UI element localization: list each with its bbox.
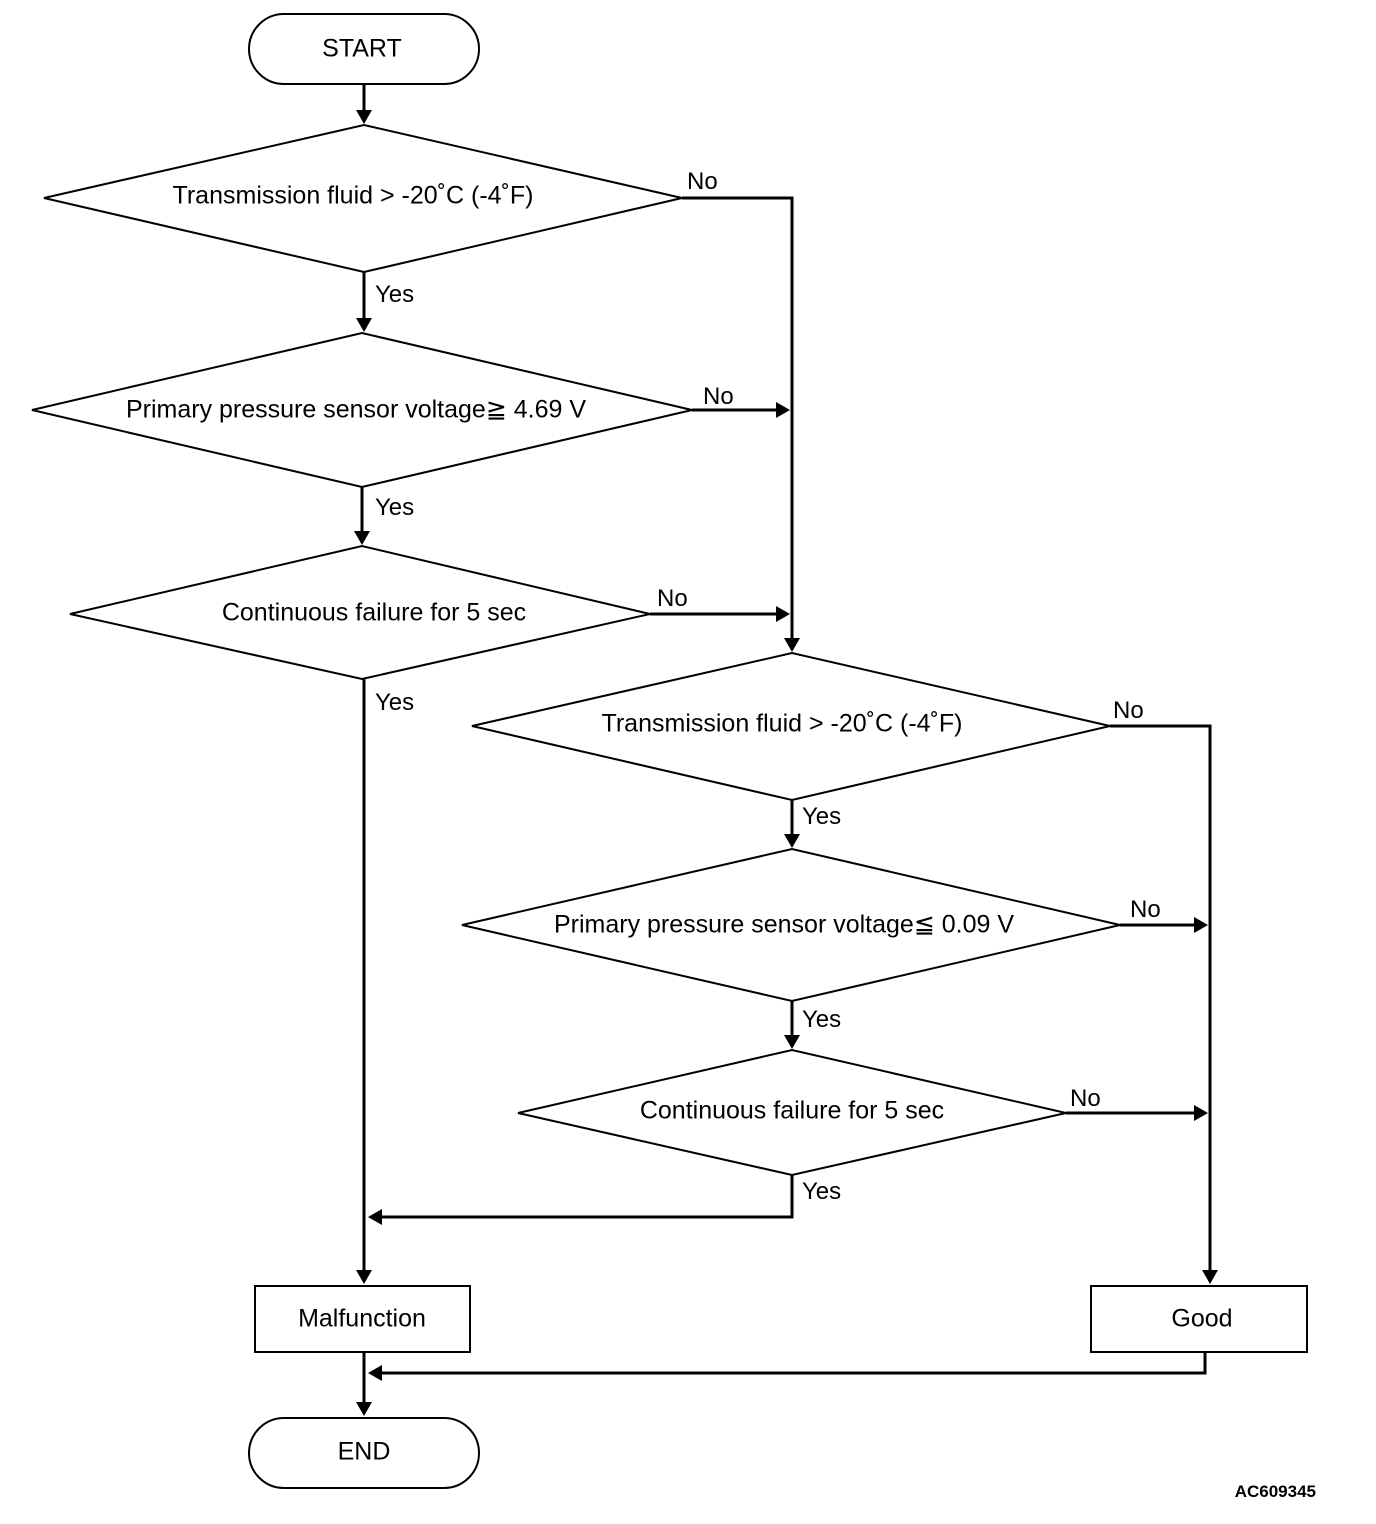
- decision-4: Transmission fluid > -20˚C (-4˚F): [471, 651, 1111, 802]
- label-d2-no: No: [703, 383, 734, 410]
- label-d5-yes: Yes: [802, 1006, 841, 1033]
- arrowhead: [1194, 917, 1208, 933]
- arrowhead: [776, 402, 790, 418]
- edge-d6-yes: [382, 1175, 794, 1219]
- node-malfunction: Malfunction: [254, 1285, 471, 1353]
- node-good-label: Good: [1171, 1305, 1232, 1333]
- edge-d1-no: [682, 196, 794, 638]
- edge-d4-no: [1110, 724, 1212, 1270]
- arrowhead: [356, 110, 372, 124]
- node-end: END: [248, 1417, 480, 1489]
- figure-code: AC609345: [1235, 1482, 1316, 1501]
- label-d3-yes: Yes: [375, 689, 414, 716]
- decision-2-label: Primary pressure sensor voltage≧ 4.69 V: [126, 396, 586, 424]
- decision-6-label: Continuous failure for 5 sec: [640, 1097, 944, 1125]
- decision-5-label: Primary pressure sensor voltage≦ 0.09 V: [554, 911, 1014, 939]
- node-good: Good: [1090, 1285, 1308, 1353]
- decision-1: Transmission fluid > -20˚C (-4˚F): [43, 123, 683, 274]
- decision-6: Continuous failure for 5 sec: [517, 1048, 1067, 1177]
- node-malfunction-label: Malfunction: [298, 1305, 426, 1333]
- arrowhead: [1202, 1270, 1218, 1284]
- arrowhead: [784, 1035, 800, 1049]
- label-d2-yes: Yes: [375, 494, 414, 521]
- label-d6-no: No: [1070, 1085, 1101, 1112]
- label-d1-no: No: [687, 168, 718, 195]
- label-d1-yes: Yes: [375, 281, 414, 308]
- arrowhead: [776, 606, 790, 622]
- arrowhead: [368, 1209, 382, 1225]
- arrowhead: [1194, 1105, 1208, 1121]
- decision-5: Primary pressure sensor voltage≦ 0.09 V: [461, 847, 1121, 1003]
- decision-3: Continuous failure for 5 sec: [69, 544, 651, 681]
- edge-good-end: [382, 1352, 1207, 1375]
- connectors: [354, 84, 1218, 1416]
- label-d6-yes: Yes: [802, 1178, 841, 1205]
- decision-2: Primary pressure sensor voltage≧ 4.69 V: [31, 331, 693, 489]
- arrowhead: [784, 834, 800, 848]
- arrowhead: [368, 1365, 382, 1381]
- edge-labels: Yes No Yes No Yes No Yes No Yes No Yes N…: [375, 168, 1161, 1205]
- arrowhead: [784, 638, 800, 652]
- label-d4-no: No: [1113, 697, 1144, 724]
- label-d4-yes: Yes: [802, 803, 841, 830]
- arrowhead: [356, 1270, 372, 1284]
- arrowhead: [356, 318, 372, 332]
- decision-1-label: Transmission fluid > -20˚C (-4˚F): [173, 182, 534, 210]
- label-d5-no: No: [1130, 896, 1161, 923]
- decision-4-label: Transmission fluid > -20˚C (-4˚F): [602, 710, 963, 738]
- label-d3-no: No: [657, 585, 688, 612]
- node-start-label: START: [322, 35, 402, 63]
- arrowhead: [356, 1402, 372, 1416]
- node-start: START: [248, 13, 480, 85]
- decision-3-label: Continuous failure for 5 sec: [222, 599, 526, 627]
- node-end-label: END: [338, 1438, 391, 1466]
- arrowhead: [354, 531, 370, 545]
